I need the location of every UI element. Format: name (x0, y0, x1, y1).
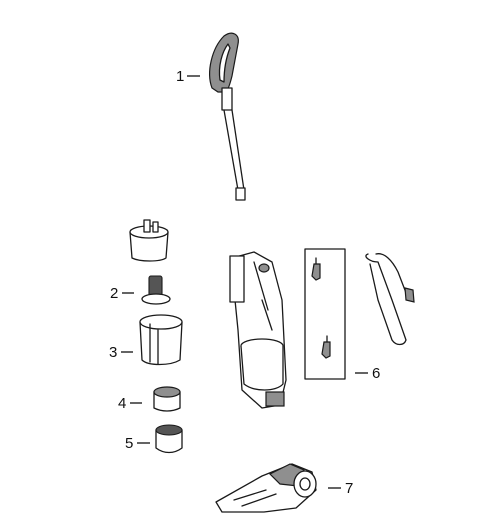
callout-7: 7 (328, 480, 353, 497)
callout-7-label: 7 (345, 480, 353, 497)
callout-4: 4 (118, 395, 142, 412)
callout-2: 2 (110, 285, 134, 302)
part-5-filter-cup (155, 424, 183, 454)
part-6-hooks (304, 248, 346, 380)
part-2-filter (141, 275, 171, 305)
callout-6-label: 6 (372, 365, 380, 382)
callout-2-label: 2 (110, 285, 118, 302)
callout-1-label: 1 (176, 68, 184, 85)
callout-4-label: 4 (118, 395, 126, 412)
part-cup-top (129, 219, 169, 262)
callout-3-label: 3 (109, 344, 117, 361)
callout-6: 6 (355, 365, 380, 382)
part-1-handle (209, 32, 246, 201)
part-3-dirt-cup (139, 314, 183, 366)
callout-3: 3 (109, 344, 133, 361)
callout-5: 5 (125, 435, 150, 452)
part-main-body (229, 251, 287, 409)
callout-5-label: 5 (125, 435, 133, 452)
part-7-nozzle (215, 463, 317, 513)
callout-1: 1 (176, 68, 200, 85)
part-cord-hook (365, 253, 415, 346)
part-4-foam-ring (153, 386, 181, 412)
